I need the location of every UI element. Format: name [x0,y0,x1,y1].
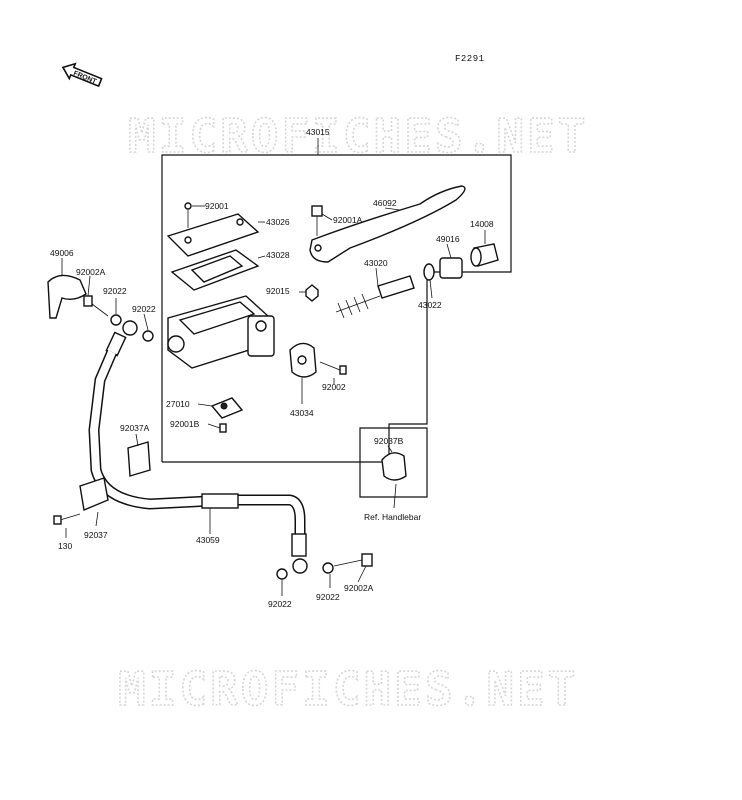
label-43059: 43059 [196,535,220,545]
banjo-fitting-lower [291,533,308,574]
label-49006: 49006 [50,248,74,258]
label-92015: 92015 [266,286,290,296]
label-92037B: 92037B [374,436,404,446]
label-92022-b: 92022 [132,304,156,314]
piston-assembly [335,275,415,319]
label-92001B: 92001B [170,419,200,429]
reference-frame [359,427,428,498]
dust-boot [439,257,463,279]
label-92001A: 92001A [333,215,363,225]
front-arrow-icon: FRONT [61,62,103,88]
label-92037A: 92037A [120,423,150,433]
banjo-cover [47,274,87,319]
reference-note: Ref. Handlebar [364,512,421,522]
label-92002: 92002 [322,382,346,392]
boot-cover [470,243,499,267]
banjo-fitting-upper [105,320,138,357]
brake-light-switch [210,397,244,433]
lever-pivot-bolt [311,205,323,236]
label-92022-d: 92022 [316,592,340,602]
label-46092: 46092 [373,198,397,208]
pivot-nut [305,284,319,302]
cap-screws [184,202,192,228]
handlebar-clamp [289,342,317,378]
hose-ferrule [201,493,239,509]
washer-43022 [423,263,435,281]
clamp-bolt [319,361,347,375]
label-92022-a: 92022 [103,286,127,296]
label-43022: 43022 [418,300,442,310]
assembly-label: 43015 [306,127,330,137]
leader-lines [61,205,486,596]
label-43020: 43020 [364,258,388,268]
label-92001: 92001 [205,201,229,211]
label-43028: 43028 [266,250,290,260]
master-cylinder-body [167,295,275,369]
washer-a [110,314,122,326]
reservoir-cap [166,213,260,257]
label-92022-c: 92022 [268,599,292,609]
handlebar-clip [381,452,407,481]
diagram-code: F2291 [455,54,485,64]
label-43034: 43034 [290,408,314,418]
label-27010: 27010 [166,399,190,409]
label-92037: 92037 [84,530,108,540]
hose-guide-92037A [127,441,151,477]
hose-guide-92037 [79,477,109,511]
label-49016: 49016 [436,234,460,244]
label-43026: 43026 [266,217,290,227]
washer-b [142,330,154,342]
washer-c [276,568,288,580]
brake-hose [88,349,306,540]
banjo-bolt-upper [83,295,109,317]
watermark-bottom: MICROFICHES.NET [118,662,578,716]
diaphragm [170,249,260,291]
banjo-bolt-lower [333,553,373,567]
label-92002A-bottom: 92002A [344,583,374,593]
label-92002A-top: 92002A [76,267,106,277]
label-130: 130 [58,541,72,551]
washer-d [322,562,334,574]
label-14008: 14008 [470,219,494,229]
brake-lever [309,185,466,263]
guide-bolt-130 [53,513,81,525]
